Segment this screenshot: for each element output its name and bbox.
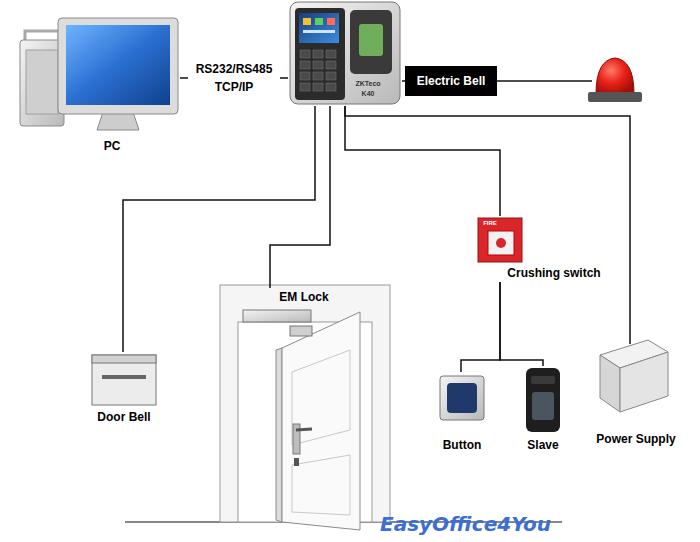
terminal-illustration bbox=[290, 2, 400, 104]
device-label: Button bbox=[443, 438, 482, 452]
device-label: EM Lock bbox=[279, 290, 328, 304]
wire-connector bbox=[500, 282, 543, 366]
power-supply-illustration bbox=[600, 340, 668, 412]
door-illustration bbox=[125, 285, 562, 530]
watermark: EasyOffice4You bbox=[380, 512, 551, 536]
door-bell: Door Bell bbox=[82, 352, 166, 428]
exit-button-illustration bbox=[440, 376, 484, 420]
model-label: K40 bbox=[362, 90, 375, 98]
wire-connector bbox=[461, 282, 500, 372]
wire-connector bbox=[345, 106, 630, 344]
device-label: Power Supply bbox=[596, 432, 675, 446]
pc-illustration bbox=[20, 18, 178, 130]
device-label: Door Bell bbox=[97, 410, 150, 424]
crushing-switch: FIRE Crushing switch bbox=[476, 216, 606, 282]
wire-connector bbox=[345, 106, 500, 216]
pc-computer: PC bbox=[15, 15, 180, 160]
device-label: Slave bbox=[527, 438, 558, 452]
siren-illustration bbox=[497, 58, 642, 102]
device-label: PC bbox=[104, 139, 121, 153]
exit-button: Button bbox=[432, 372, 492, 454]
slave-reader: Slave bbox=[516, 366, 570, 454]
fire-switch-illustration bbox=[478, 218, 522, 262]
wire-connector bbox=[270, 106, 330, 288]
brand-label: ZKTeco bbox=[355, 80, 380, 88]
em-lock: EM Lock bbox=[240, 288, 332, 324]
fire-label: FIRE bbox=[483, 219, 497, 227]
attendance-terminal: ZKTecoK40 bbox=[288, 2, 402, 106]
doorbell-illustration bbox=[92, 355, 156, 405]
electric-bell-box: Electric Bell bbox=[405, 66, 497, 96]
interface-label: RS232/RS485 TCP/IP bbox=[188, 60, 280, 96]
power-supply: Power Supply bbox=[588, 344, 684, 444]
device-label: Crushing switch bbox=[507, 266, 600, 280]
slave-reader-illustration bbox=[526, 368, 560, 432]
box-label: Electric Bell bbox=[417, 74, 486, 88]
wire-connector bbox=[123, 106, 315, 352]
